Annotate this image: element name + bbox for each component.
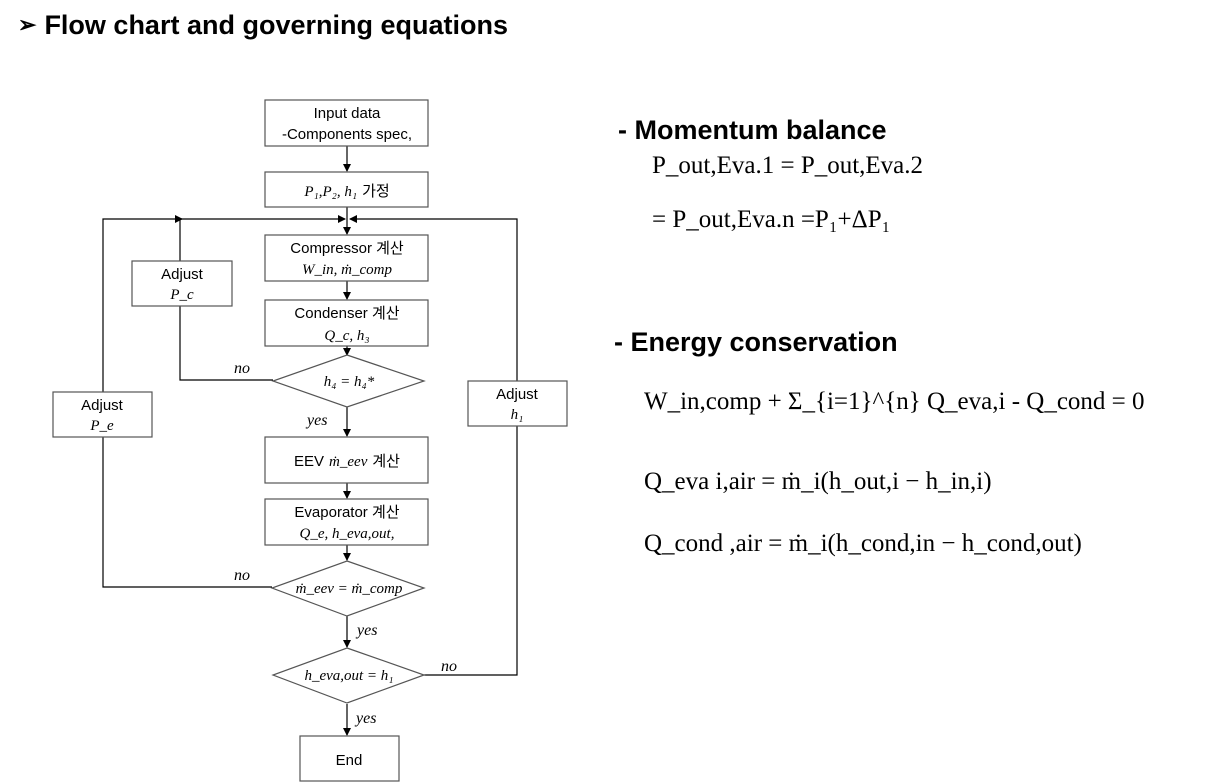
label-yes-h4: yes (305, 412, 327, 429)
label-yes-m: yes (355, 622, 377, 639)
eev-var: ṁ_eev (329, 454, 368, 470)
check-h-text: h_eva,out = h₁ (304, 668, 393, 684)
assume-vars: P₁,P₂, h₁ (303, 184, 357, 200)
page-title-text: Flow chart and governing equations (44, 10, 508, 40)
check-m-diamond: ṁ_eev = ṁ_comp (270, 560, 426, 617)
adjust-h1-line1: Adjust (496, 386, 539, 403)
check-h4-text: h₄ = h₄* (324, 374, 375, 390)
bullet-arrow-icon: ➢ (18, 12, 37, 37)
energy-conservation-title: - Energy conservation (614, 327, 898, 357)
condenser-box: Condenser 계산 Q_c, h₃ (264, 299, 429, 347)
check-h-diamond: h_eva,out = h₁ (271, 647, 426, 704)
eev-korean: 계산 (372, 453, 400, 470)
compressor-line1: Compressor 계산 (290, 240, 404, 257)
adjust-pe-line2: P_e (89, 418, 114, 434)
eev-prefix: EEV (294, 453, 324, 470)
end-box: End (299, 735, 400, 782)
input-line2: -Components spec, (282, 126, 412, 143)
adjust-pe-box: Adjust P_e (52, 391, 153, 438)
assume-box: P₁,P₂, h₁ 가정 (264, 171, 429, 208)
label-yes-h: yes (354, 710, 376, 727)
compressor-line2: W_in, ṁ_comp (302, 262, 392, 278)
adjust-h1-line2: h₁ (511, 407, 524, 423)
evaporator-box: Evaporator 계산 Q_e, h_eva,out, (264, 498, 429, 546)
end-text: End (336, 752, 363, 769)
input-line1: Input data (314, 105, 381, 122)
adjust-h1-box: Adjust h₁ (467, 380, 568, 427)
condenser-line1: Condenser 계산 (294, 305, 399, 322)
evaporator-line1: Evaporator 계산 (294, 504, 399, 521)
adjust-pc-line1: Adjust (161, 266, 204, 283)
condenser-line2: Q_c, h₃ (324, 328, 369, 344)
label-no-h: no (441, 658, 457, 675)
energy-eq1: W_in,comp + Σ_{i=1}^{n} Q_eva,i - Q_cond… (644, 388, 1145, 415)
momentum-eq2: = P_out,Eva.n =P₁+ΔP₁ (652, 206, 891, 233)
momentum-eq1: P_out,Eva.1 = P_out,Eva.2 (652, 152, 924, 179)
momentum-balance-title: - Momentum balance (618, 115, 887, 145)
energy-eq3: Q_cond ,air = ṁ_i(h_cond,in − h_cond,out… (644, 530, 1082, 557)
label-no-h4: no (234, 360, 250, 377)
energy-eq2: Q_eva i,air = ṁ_i(h_out,i − h_in,i) (644, 468, 992, 495)
page-title: ➢ Flow chart and governing equations (18, 10, 508, 41)
evaporator-line2: Q_e, h_eva,out, (300, 526, 395, 542)
adjust-pe-line1: Adjust (81, 397, 124, 414)
loop-adjust-h1 (349, 215, 518, 676)
adjust-pc-box: Adjust P_c (131, 260, 233, 307)
input-data-box: Input data -Components spec, (264, 99, 429, 147)
compressor-box: Compressor 계산 W_in, ṁ_comp (264, 234, 429, 282)
assume-korean: 가정 (362, 183, 390, 200)
adjust-pc-line2: P_c (169, 287, 194, 303)
label-no-m: no (234, 567, 250, 584)
check-h4-diamond: h₄ = h₄* (271, 354, 426, 408)
check-m-text: ṁ_eev = ṁ_comp (296, 581, 403, 597)
